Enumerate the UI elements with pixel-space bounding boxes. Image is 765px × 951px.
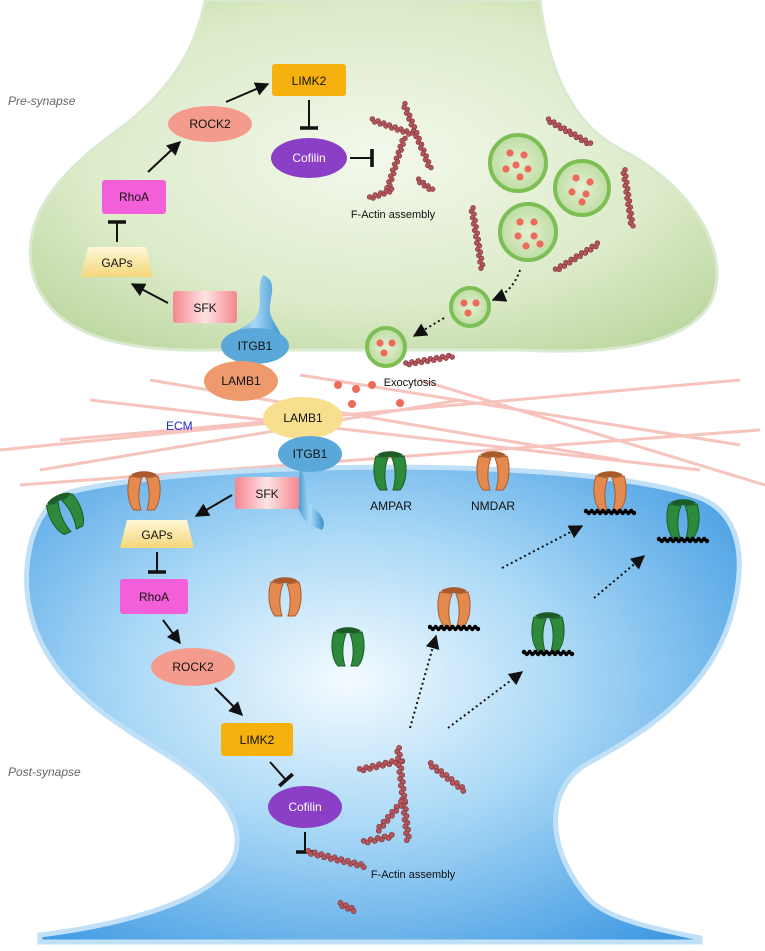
post-actin-filaments [305,744,467,914]
exocytosis-label: Exocytosis [384,377,437,389]
svg-text:Cofilin: Cofilin [288,800,321,814]
svg-text:SFK: SFK [255,487,278,501]
pre-lamb1: LAMB1 [204,361,278,401]
arrow-sfk-gaps-post [194,494,233,517]
svg-text:LIMK2: LIMK2 [292,74,327,88]
svg-text:GAPs: GAPs [141,528,172,542]
post-itgb1: ITGB1 [278,436,342,530]
pre-actin-filaments [366,100,636,368]
post-lamb1: LAMB1 [263,397,343,439]
post-gaps: GAPs [120,520,194,548]
svg-text:ITGB1: ITGB1 [238,339,273,353]
ecm-label: ECM [166,419,193,433]
inhibit-limk2-cofilin-post [269,761,294,788]
neurotransmitters [334,381,404,408]
nmdar-label: NMDAR [471,499,515,513]
svg-text:ROCK2: ROCK2 [172,660,214,674]
pre-limk2: LIMK2 [272,64,346,96]
svg-text:LAMB1: LAMB1 [221,374,261,388]
post-rock2: ROCK2 [151,648,235,686]
vesicles [365,133,611,368]
arrow-sfk-gaps [130,283,169,304]
arrow-rock2-limk2 [225,82,270,103]
arrow-vesicle-migrate [491,269,521,302]
arrow-rhoa-rock2-post [162,619,181,645]
pre-itgb1: ITGB1 [221,275,289,364]
pre-rock2: ROCK2 [168,106,252,142]
post-synapse-label: Post-synapse [8,765,81,779]
arrow-rock2-limk2-post [214,687,243,716]
svg-text:Cofilin: Cofilin [292,151,325,165]
pre-factin-label: F-Actin assembly [351,209,436,221]
receptors [46,451,710,667]
svg-text:ITGB1: ITGB1 [293,447,328,461]
post-sfk: SFK [235,477,299,509]
svg-text:SFK: SFK [193,301,216,315]
pre-sfk: SFK [173,291,237,323]
post-cofilin: Cofilin [268,786,342,828]
arrow-rhoa-rock2 [147,141,182,173]
svg-text:ROCK2: ROCK2 [189,117,231,131]
svg-text:GAPs: GAPs [101,256,132,270]
pre-gaps: GAPs [81,247,153,277]
arrow-vesicle-exocytose [412,317,445,337]
trafficking-arrows [409,525,646,729]
svg-text:LIMK2: LIMK2 [240,733,275,747]
svg-text:RhoA: RhoA [119,190,149,204]
pre-rhoa: RhoA [102,180,166,214]
ampar-label: AMPAR [370,499,412,513]
post-limk2: LIMK2 [221,723,293,756]
post-rhoa: RhoA [120,579,188,614]
postsynaptic-spine [24,464,742,945]
svg-text:RhoA: RhoA [139,590,169,604]
post-factin-label: F-Actin assembly [371,869,456,881]
pre-synapse-label: Pre-synapse [8,94,76,108]
pre-cofilin: Cofilin [271,138,347,178]
presynaptic-terminal [28,0,719,353]
svg-text:LAMB1: LAMB1 [283,411,323,425]
